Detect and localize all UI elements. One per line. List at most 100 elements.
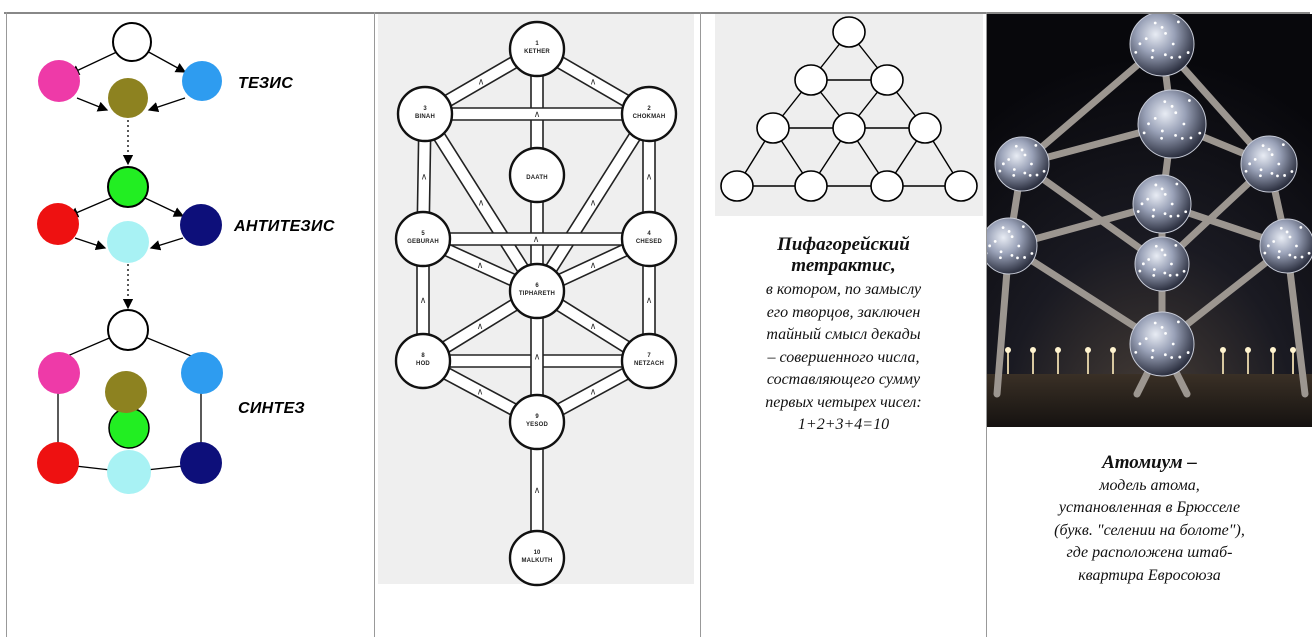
tree-path-letter: ∧ — [534, 486, 541, 496]
atomium-light — [1177, 20, 1180, 23]
atomium-light — [1163, 272, 1166, 275]
sefirah-name: DAATH — [526, 175, 548, 181]
tetractys-title: Пифагорейский — [701, 234, 986, 257]
atomium-light — [1172, 43, 1175, 46]
dialectics-diagram — [7, 12, 374, 637]
atomium-caption-line: квартира Евросоюза — [987, 565, 1312, 588]
atomium-caption-line: где расположена штаб- — [987, 542, 1312, 565]
tree-path-letter: ∧ — [534, 110, 541, 120]
atomium-light — [1043, 170, 1046, 173]
atomium-light — [1187, 351, 1190, 354]
atomium-light — [1153, 268, 1156, 271]
atomium-light — [1178, 356, 1181, 359]
atomium-light — [1177, 214, 1180, 217]
tree-of-life-diagram: ∧∧∧∧∧∧∧∧∧∧∧∧∧∧∧∧∧∧∧∧1KETHER3BINAH2CHOKMA… — [374, 12, 700, 637]
sefirah-name: GEBURAH — [407, 239, 439, 245]
tetractys-point — [871, 65, 903, 95]
sefirah-name: YESOD — [526, 422, 548, 428]
lamp-glow — [1055, 347, 1061, 353]
sefirah-name: MALKUTH — [521, 558, 552, 564]
tree-path-letter: ∧ — [478, 199, 485, 209]
atomium-light — [1271, 153, 1274, 156]
tree-path-letter: ∧ — [590, 78, 597, 88]
tetractys-caption-line: в котором, по замыслу — [701, 279, 986, 302]
atomium-light — [1160, 137, 1163, 140]
atomium-light — [1161, 326, 1164, 329]
tree-of-life-panel: ∧∧∧∧∧∧∧∧∧∧∧∧∧∧∧∧∧∧∧∧1KETHER3BINAH2CHOKMA… — [374, 12, 701, 637]
tetractys-caption-line: тайный смысл декады — [701, 324, 986, 347]
atomium-light — [1000, 250, 1003, 253]
atomium-light — [1170, 263, 1173, 266]
lamp-glow — [1220, 347, 1226, 353]
tetractys-point — [945, 171, 977, 201]
sefirah-name: CHESED — [636, 239, 663, 245]
sefirah-name: BINAH — [415, 114, 435, 120]
tree-path-letter: ∧ — [590, 322, 597, 332]
atomium-light — [1190, 136, 1193, 139]
tetractys-point — [757, 113, 789, 143]
atomium-light — [1198, 132, 1201, 135]
street-lamp — [1007, 350, 1009, 374]
atomium-light — [1187, 51, 1190, 54]
atomium-light — [988, 244, 991, 247]
antithesis-label: АНТИТЕЗИС — [234, 218, 335, 236]
atomium-light — [1139, 342, 1142, 345]
atomium-light — [1169, 215, 1172, 218]
atomium-light — [1147, 258, 1150, 261]
atomium-light — [1299, 226, 1302, 229]
atomium-light — [1286, 231, 1289, 234]
synthesis-label: СИНТЕЗ — [238, 400, 305, 418]
atomium-light — [1290, 170, 1293, 173]
tetractys-caption-line: составляющего сумму — [701, 369, 986, 392]
atomium-light — [1267, 244, 1270, 247]
atomium-light — [1183, 123, 1186, 126]
atomium-light — [1152, 49, 1155, 52]
atomium-sphere — [987, 218, 1037, 274]
lamp-glow — [1290, 347, 1296, 353]
atomium-light — [1259, 174, 1262, 177]
street-lamp — [1032, 350, 1034, 374]
tree-path-letter: ∧ — [533, 235, 540, 245]
atomium-light — [1013, 168, 1016, 171]
atomium-light — [1011, 254, 1014, 257]
atomium-light — [1164, 254, 1167, 257]
tree-path-letter: ∧ — [420, 296, 427, 306]
atomium-light — [1288, 254, 1291, 257]
atomium-light — [1141, 202, 1144, 205]
sefirah-name: TIPHARETH — [519, 291, 555, 297]
lamp-glow — [1110, 347, 1116, 353]
tetractys-caption-line: 1+2+3+4=10 — [701, 414, 986, 437]
tetractys-points — [721, 17, 977, 201]
atomium-light — [1024, 154, 1027, 157]
atomium-light — [1030, 252, 1033, 255]
atomium-light — [1184, 210, 1187, 213]
atomium-light — [1263, 252, 1266, 255]
atomium-caption-line: модель атома, — [987, 475, 1312, 498]
lamp-glow — [1005, 347, 1011, 353]
atomium-light — [1164, 193, 1167, 196]
atomium-light — [1146, 198, 1149, 201]
tetractys-caption-line: первых четырех чисел: — [701, 392, 986, 415]
tree-path-letter: ∧ — [590, 199, 597, 209]
atomium-light — [1152, 215, 1155, 218]
atomium-light — [1155, 245, 1158, 248]
atomium-light — [1169, 274, 1172, 277]
atomium-light — [1170, 356, 1173, 359]
atomium-light — [1176, 274, 1179, 277]
atomium-light — [1145, 337, 1148, 340]
atomium-light — [1142, 262, 1145, 265]
tree-path-letter: ∧ — [421, 173, 428, 183]
atomium-light — [1278, 250, 1281, 253]
lamp-glow — [1030, 347, 1036, 353]
lamp-glow — [1085, 347, 1091, 353]
atomium-light — [1012, 174, 1015, 177]
atomium-light — [1171, 203, 1174, 206]
atomium-light — [1164, 212, 1167, 215]
atomium-light — [1161, 188, 1164, 191]
tetractys-point — [833, 113, 865, 143]
atomium-light — [1294, 256, 1297, 259]
lamp-glow — [1245, 347, 1251, 353]
tree-path-letter: ∧ — [646, 296, 653, 306]
atomium-light — [1007, 158, 1010, 161]
atomium-light — [1171, 105, 1174, 108]
